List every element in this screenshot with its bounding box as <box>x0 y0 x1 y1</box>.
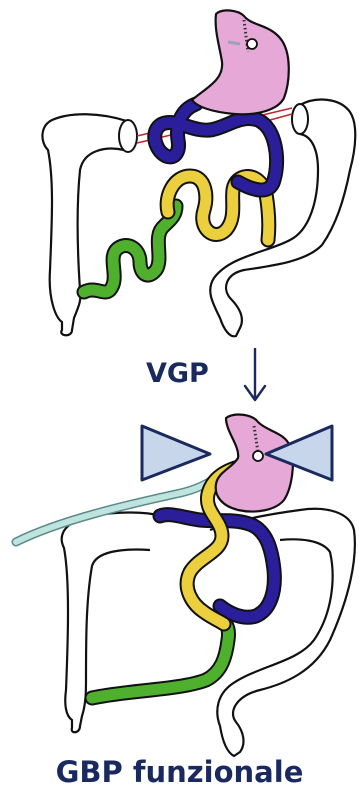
nasogastric-tube-fill <box>16 472 222 542</box>
procedure-label: VGP <box>146 358 209 389</box>
anatomy-before <box>42 10 355 336</box>
clamp-left-triangle <box>142 426 210 480</box>
intestine-cut-right <box>292 104 308 134</box>
stomach-before <box>192 10 289 114</box>
down-arrow-icon <box>245 348 265 400</box>
anatomy-after <box>16 415 355 756</box>
large-intestine-left <box>42 114 130 335</box>
band-ring-after <box>253 451 263 461</box>
intestine-cut-left <box>119 120 137 152</box>
pouch-staple-line <box>228 42 240 44</box>
result-title: GBP funzionale <box>56 755 304 789</box>
band-ring <box>247 39 257 49</box>
